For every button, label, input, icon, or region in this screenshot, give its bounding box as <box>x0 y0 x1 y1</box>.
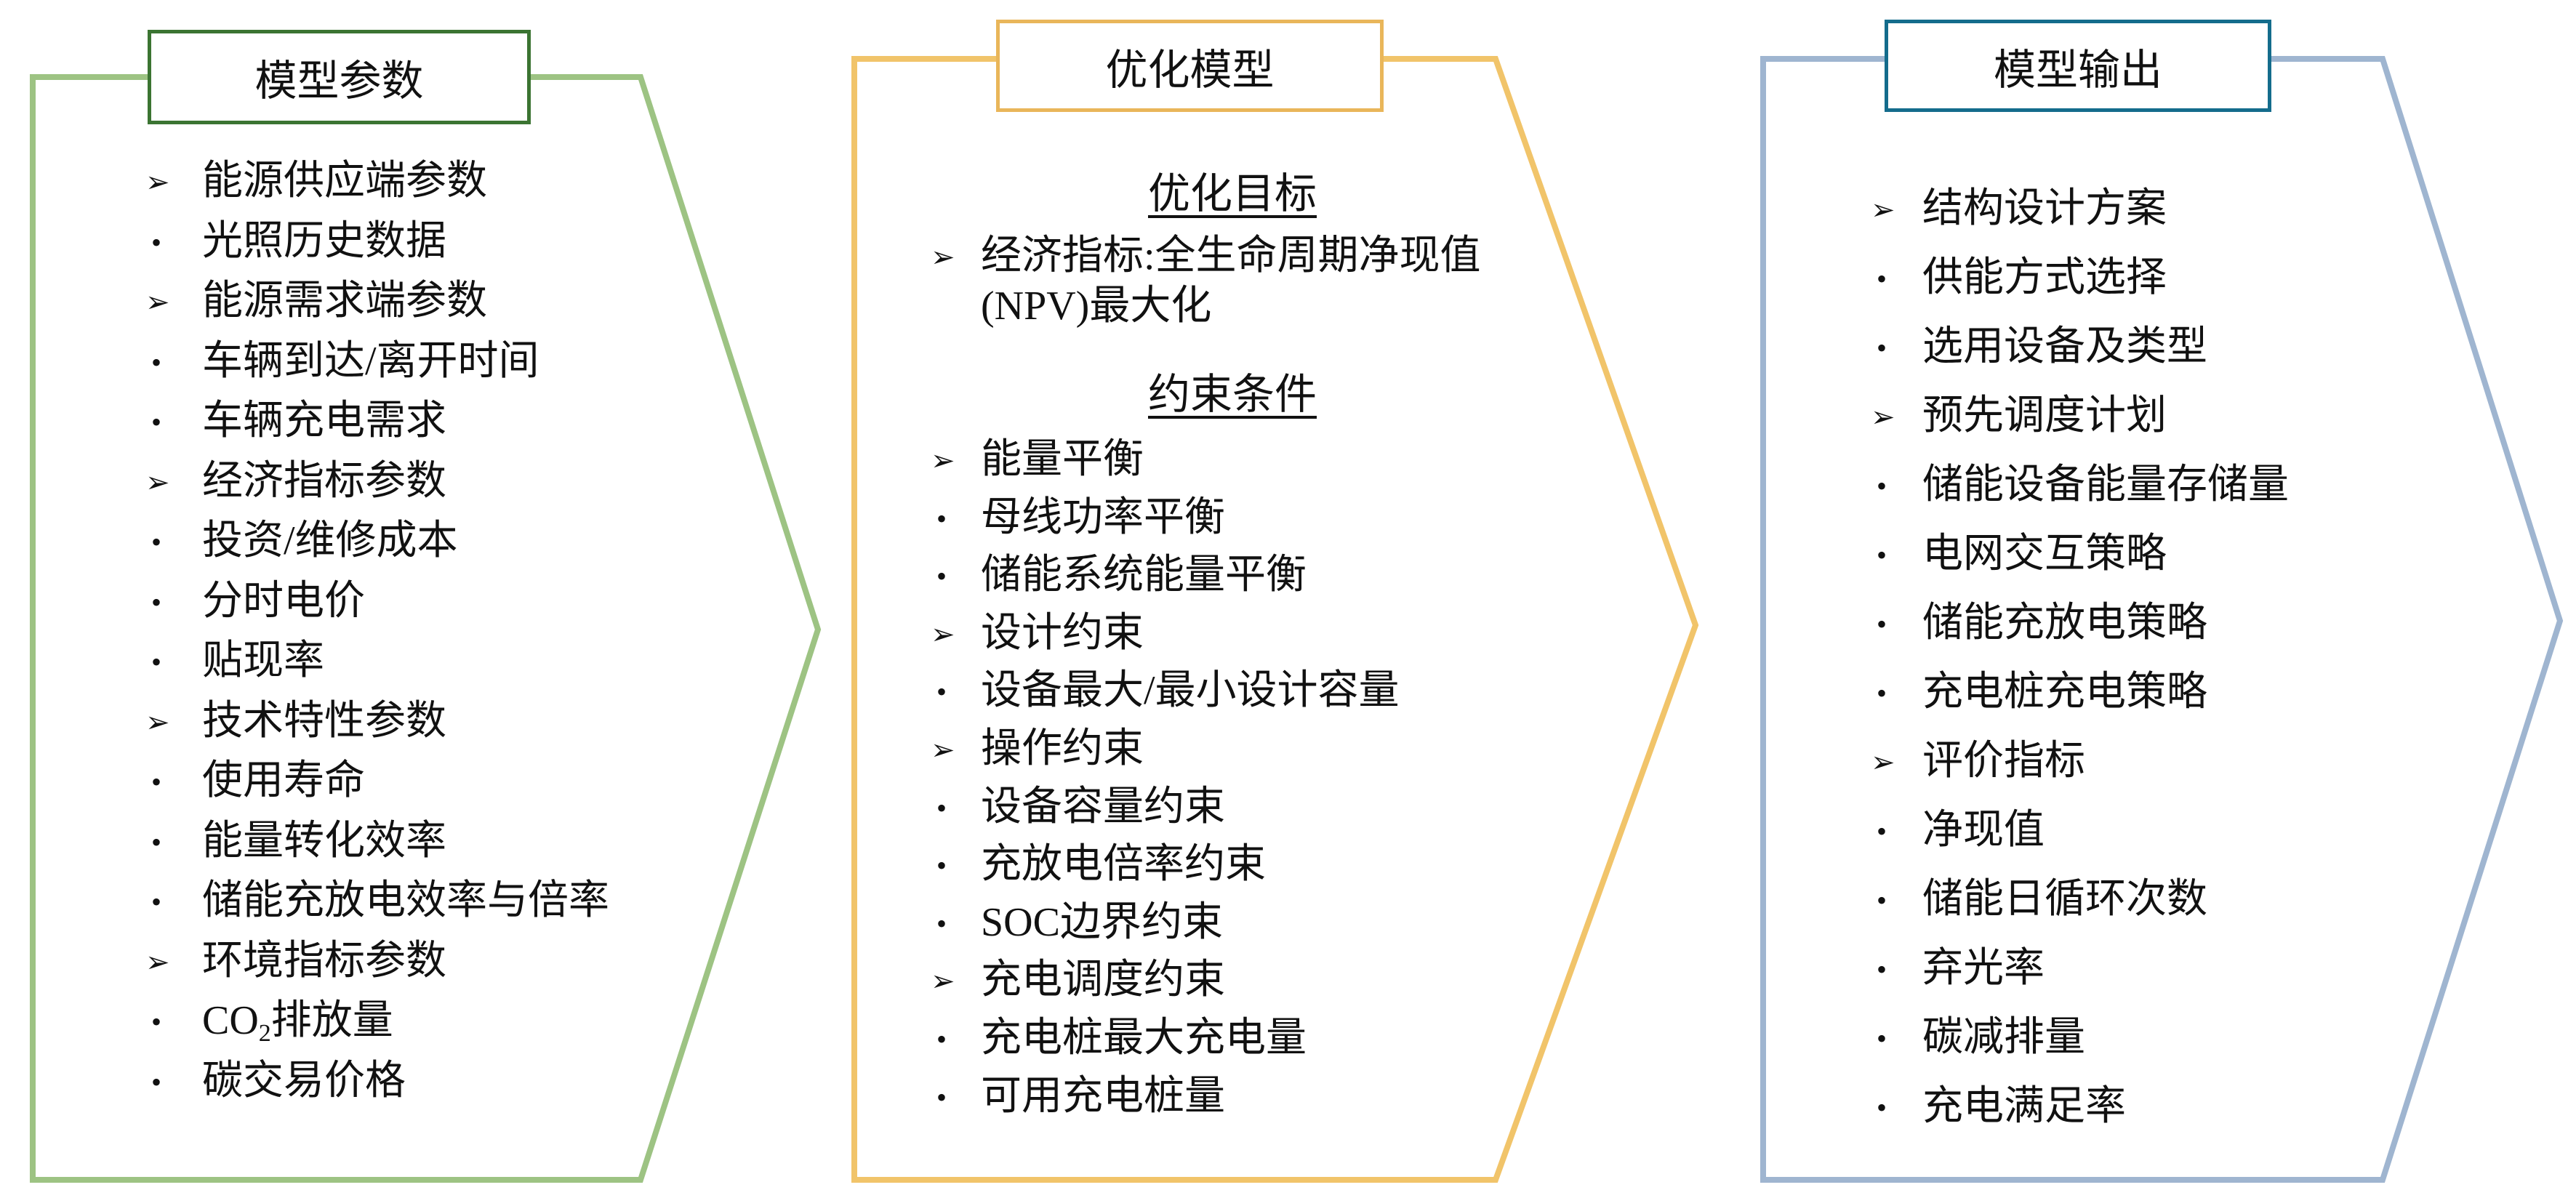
list-item: 弃光率 <box>1922 946 2045 991</box>
list-item: 结构设计方案 <box>1922 186 2167 231</box>
list-item: 评价指标 <box>1922 739 2085 784</box>
panel-title-text: 模型参数 <box>254 57 424 105</box>
panel-title-text: 模型输出 <box>1993 46 2162 94</box>
list-item: 充电调度约束 <box>981 957 1225 1003</box>
list-item: CO2排放量 <box>202 998 393 1047</box>
list-item: SOC边界约束 <box>981 899 1223 945</box>
dot-bullet-icon: • <box>151 345 162 379</box>
dot-bullet-icon: • <box>151 585 162 619</box>
panel-frame-model-parameters <box>30 74 822 1183</box>
arrow-bullet-icon: ➢ <box>145 286 170 318</box>
list-item: 能源供应端参数 <box>202 158 487 204</box>
dot-bullet-icon: • <box>151 406 162 438</box>
list-item: 经济指标参数 <box>202 458 446 504</box>
subscript: 2 <box>258 1020 271 1047</box>
list-item: 能量平衡 <box>981 437 1144 482</box>
arrow-bullet-icon: ➢ <box>931 733 955 766</box>
list-item: 设备容量约束 <box>981 784 1225 829</box>
list-item: 碳交易价格 <box>202 1058 406 1103</box>
dot-bullet-icon: • <box>151 1005 162 1038</box>
dot-bullet-icon: • <box>936 906 947 940</box>
list-item: 可用充电桩量 <box>981 1073 1225 1119</box>
arrow-bullet-icon: ➢ <box>1871 401 1895 433</box>
dot-bullet-icon: • <box>151 646 162 678</box>
arrow-bullet-icon: ➢ <box>931 241 955 273</box>
arrow-bullet-icon: ➢ <box>145 705 170 739</box>
objective-line-1: 经济指标:全生命周期净现值 <box>981 233 1481 278</box>
dot-bullet-icon: • <box>151 225 162 259</box>
panel-frame-model-output <box>1760 56 2564 1183</box>
list-item: 光照历史数据 <box>202 218 446 264</box>
arrow-bullet-icon: ➢ <box>931 444 955 477</box>
list-item: 车辆充电需求 <box>202 398 446 443</box>
list-item: 母线功率平衡 <box>981 494 1225 540</box>
dot-bullet-icon: • <box>936 675 947 709</box>
list-item: 分时电价 <box>202 578 365 624</box>
list-item: 投资/维修成本 <box>202 518 458 563</box>
dot-bullet-icon: • <box>151 825 162 859</box>
list-item: 使用寿命 <box>202 758 365 803</box>
dot-bullet-icon: • <box>936 1023 947 1056</box>
list-item: 电网交互策略 <box>1922 531 2167 576</box>
dot-bullet-icon: • <box>936 791 947 824</box>
dot-bullet-icon: • <box>1877 608 1887 640</box>
list-item: 能量转化效率 <box>202 818 446 864</box>
dot-bullet-icon: • <box>151 1065 162 1098</box>
arrow-bullet-icon: ➢ <box>145 166 170 198</box>
dot-bullet-icon: • <box>1877 953 1887 986</box>
list-item: 贴现率 <box>202 638 324 683</box>
dot-bullet-icon: • <box>936 560 947 593</box>
list-item: 充电桩充电策略 <box>1922 670 2207 715</box>
dot-bullet-icon: • <box>1877 677 1887 709</box>
panel-title-optimization-model: 优化模型 <box>996 20 1384 112</box>
constraints-heading: 约束条件 <box>1147 371 1317 418</box>
dot-bullet-icon: • <box>151 765 162 798</box>
list-item: 净现值 <box>1922 808 2045 853</box>
list-item: 车辆到达/离开时间 <box>202 338 539 384</box>
dot-bullet-icon: • <box>936 502 947 535</box>
list-item: 充放电倍率约束 <box>981 842 1266 888</box>
dot-bullet-icon: • <box>936 849 947 883</box>
arrow-bullet-icon: ➢ <box>1871 193 1895 226</box>
dot-bullet-icon: • <box>151 526 162 558</box>
list-item: 环境指标参数 <box>202 938 446 984</box>
list-item: 储能系统能量平衡 <box>981 552 1307 598</box>
list-item: 储能设备能量存储量 <box>1922 462 2289 507</box>
panel-title-model-output: 模型输出 <box>1885 20 2271 112</box>
list-item: 储能日循环次数 <box>1922 877 2207 922</box>
panel-title-text: 优化模型 <box>1105 46 1275 94</box>
dot-bullet-icon: • <box>1877 331 1887 364</box>
arrow-bullet-icon: ➢ <box>931 617 955 651</box>
list-item: 选用设备及类型 <box>1922 324 2207 369</box>
arrow-bullet-icon: ➢ <box>145 465 170 499</box>
dot-bullet-icon: • <box>1877 470 1887 502</box>
list-item: 充电桩最大充电量 <box>981 1016 1307 1061</box>
list-item: 能源需求端参数 <box>202 278 487 323</box>
dot-bullet-icon: • <box>1877 539 1887 571</box>
arrow-bullet-icon: ➢ <box>1871 746 1895 779</box>
list-item: 储能充放电效率与倍率 <box>202 878 609 923</box>
list-item: 操作约束 <box>981 726 1144 771</box>
dot-bullet-icon: • <box>1877 1091 1887 1124</box>
list-item: 设计约束 <box>981 610 1144 656</box>
dot-bullet-icon: • <box>1877 884 1887 917</box>
panel-title-model-parameters: 模型参数 <box>148 30 531 124</box>
arrow-bullet-icon: ➢ <box>145 945 170 978</box>
objective-heading: 优化目标 <box>1147 170 1317 217</box>
list-item: 设备最大/最小设计容量 <box>981 668 1400 714</box>
list-item: 技术特性参数 <box>202 698 446 744</box>
arrow-bullet-icon: ➢ <box>931 965 955 998</box>
list-item: 充电满足率 <box>1922 1084 2126 1129</box>
list-item: 供能方式选择 <box>1922 255 2167 300</box>
list-item: 储能充放电策略 <box>1922 600 2207 646</box>
list-item: 预先调度计划 <box>1922 393 2167 438</box>
dot-bullet-icon: • <box>1877 1022 1887 1055</box>
dot-bullet-icon: • <box>936 1080 947 1114</box>
dot-bullet-icon: • <box>1877 262 1887 295</box>
dot-bullet-icon: • <box>1877 815 1887 848</box>
list-item: 碳减排量 <box>1922 1015 2085 1060</box>
dot-bullet-icon: • <box>151 885 162 918</box>
objective-line-2: (NPV)最大化 <box>981 284 1212 329</box>
panel-frame-optimization-model <box>851 56 1699 1183</box>
